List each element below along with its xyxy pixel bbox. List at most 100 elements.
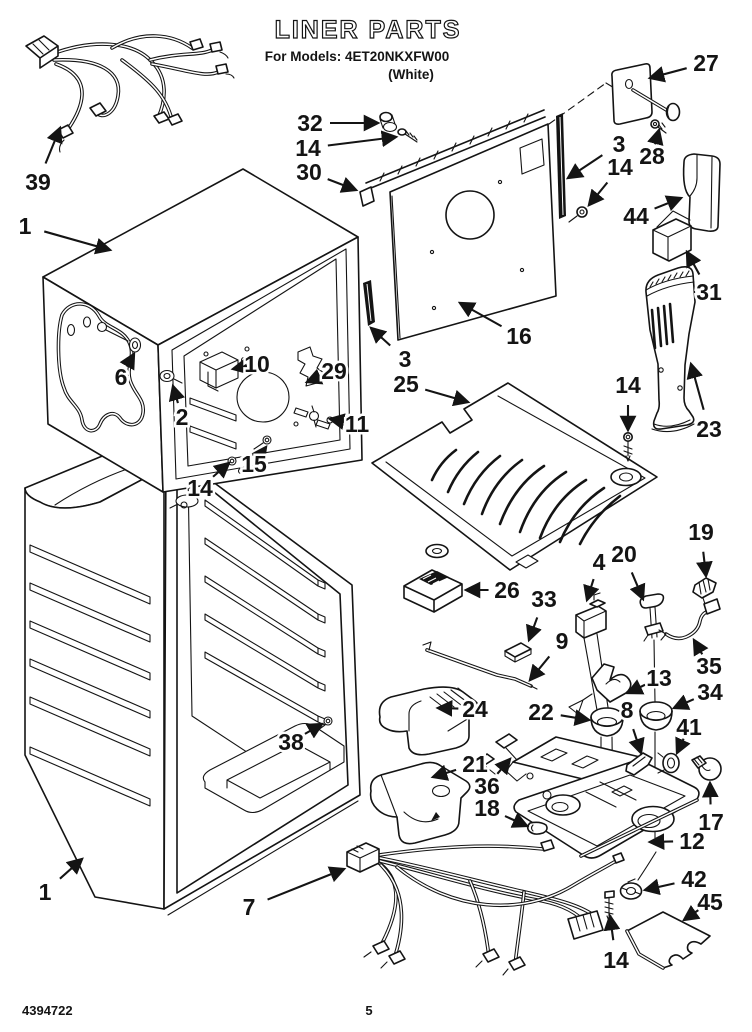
callout-label-11: 11 <box>345 411 370 437</box>
callout-label-17: 17 <box>698 809 724 835</box>
callout-10: 10 <box>230 349 272 380</box>
callout-44: 44 <box>621 195 684 232</box>
callout-18: 18 <box>472 793 530 828</box>
callout-label-3-left: 3 <box>399 346 412 372</box>
callout-label-41: 41 <box>676 714 702 740</box>
callout-label-33: 33 <box>531 586 557 612</box>
fan-opening <box>445 190 495 240</box>
callout-label-22: 22 <box>528 699 554 725</box>
panel-face <box>389 123 557 341</box>
doc-number: 4394722 <box>22 1003 73 1018</box>
callout-3-right: 3 <box>565 129 628 180</box>
finish-line: (White) <box>388 67 434 82</box>
callout-label-20: 20 <box>611 541 637 567</box>
callout-41: 41 <box>674 712 704 756</box>
callout-21: 21 <box>430 749 490 781</box>
callout-22: 22 <box>526 697 592 728</box>
callout-label-38: 38 <box>278 729 304 755</box>
callout-label-13: 13 <box>646 665 672 691</box>
callout-39: 39 <box>23 125 63 198</box>
grommet-32 <box>379 111 398 133</box>
screw-14-right <box>568 206 588 223</box>
models-line: For Models: 4ET20NKXFW00 <box>265 49 450 64</box>
callout-label-16: 16 <box>506 323 532 349</box>
light-bulb-17 <box>691 755 722 781</box>
callout-label-39: 39 <box>25 169 51 195</box>
callout-30: 30 <box>294 157 359 193</box>
callout-label-8: 8 <box>621 697 634 723</box>
callout-9: 9 <box>528 626 571 682</box>
callout-label-14-bottom: 14 <box>603 947 629 973</box>
callout-label-1-cabinet: 1 <box>39 879 52 905</box>
bushing-18 <box>526 821 548 835</box>
callout-20: 20 <box>609 539 646 602</box>
callout-label-14-right: 14 <box>607 154 633 180</box>
callout-27: 27 <box>647 48 721 83</box>
callout-label-42: 42 <box>681 866 707 892</box>
callout-24: 24 <box>435 694 490 725</box>
duct-cover-44 <box>682 153 721 232</box>
capillary-rod-20 <box>639 593 665 703</box>
callout-38: 38 <box>276 722 325 758</box>
screw-14-shelf <box>622 431 633 462</box>
callout-1-cabinet: 1 <box>36 857 84 908</box>
callout-28: 28 <box>637 127 667 172</box>
callout-14-freezer: 14 <box>185 461 231 504</box>
foil-sheet-45 <box>625 911 711 970</box>
callout-15: 15 <box>239 444 269 480</box>
page-number: 5 <box>365 1003 372 1018</box>
callout-label-31: 31 <box>696 279 722 305</box>
callout-16: 16 <box>457 301 534 352</box>
bushing-2 <box>159 369 183 384</box>
callout-12: 12 <box>647 826 707 857</box>
interior-shelf-rails <box>204 499 326 726</box>
callout-34: 34 <box>671 677 725 710</box>
callout-label-18: 18 <box>474 795 500 821</box>
callout-label-27: 27 <box>693 50 719 76</box>
bracket-strip-9 <box>422 641 538 690</box>
callout-label-29: 29 <box>321 358 347 384</box>
callout-label-36: 36 <box>474 773 500 799</box>
rail-end-cap-30 <box>359 186 375 207</box>
callout-11: 11 <box>327 409 372 440</box>
callout-2: 2 <box>168 383 191 433</box>
callout-32: 32 <box>295 108 381 139</box>
callout-label-21: 21 <box>462 751 488 777</box>
callout-label-28: 28 <box>639 143 665 169</box>
bulb-socket-41 <box>657 752 680 774</box>
callout-label-23: 23 <box>696 416 722 442</box>
freezer-liner-1 <box>42 168 363 493</box>
callout-label-14-shelf: 14 <box>615 372 641 398</box>
timer-plate-27 <box>611 63 681 134</box>
door-gasket-6 <box>56 302 145 433</box>
callout-label-12: 12 <box>679 828 705 854</box>
screw-14-breaker <box>397 128 418 143</box>
fan-hole <box>236 371 290 423</box>
callout-label-25: 25 <box>393 371 419 397</box>
callout-45: 45 <box>681 887 725 922</box>
callout-1-freezer: 1 <box>16 211 113 255</box>
callout-label-35: 35 <box>696 653 722 679</box>
callout-29: 29 <box>304 356 349 387</box>
flag-clips-36 <box>475 733 518 775</box>
callout-36: 36 <box>472 757 512 802</box>
callout-label-9: 9 <box>556 628 569 654</box>
callout-label-3-right: 3 <box>613 131 626 157</box>
fan-blade-11 <box>293 405 334 430</box>
screw-boss <box>610 467 642 487</box>
callout-35: 35 <box>692 637 724 682</box>
shelf-panel-25 <box>371 382 658 571</box>
damper-box-31 <box>652 210 692 262</box>
callout-31: 31 <box>685 249 724 308</box>
callout-42: 42 <box>642 864 709 896</box>
callout-label-45: 45 <box>697 889 723 915</box>
callout-label-32: 32 <box>297 110 323 136</box>
side-rail-ridges <box>29 544 151 807</box>
callout-label-10: 10 <box>244 351 270 377</box>
callout-label-4: 4 <box>593 549 606 575</box>
callout-label-2: 2 <box>176 404 189 430</box>
callout-7: 7 <box>240 866 347 923</box>
page-title: LINER PARTS <box>275 16 462 44</box>
callout-label-7: 7 <box>243 894 256 920</box>
